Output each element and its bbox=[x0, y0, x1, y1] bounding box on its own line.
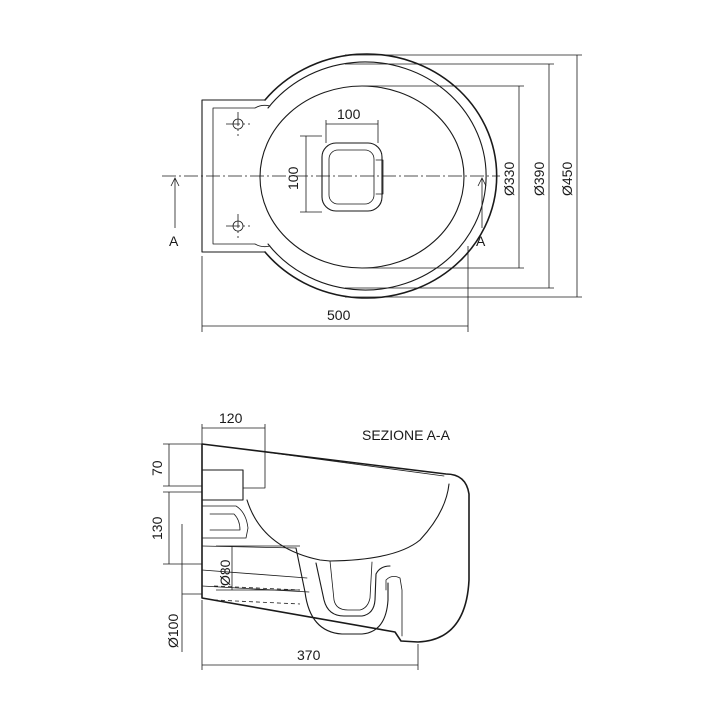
svg-text:120: 120 bbox=[219, 410, 243, 426]
dim-pipe-100: Ø100 bbox=[165, 524, 202, 652]
dim-outlet-width: 100 bbox=[325, 106, 379, 143]
section-trap-outer bbox=[295, 547, 389, 635]
bracket-fillet-bottom bbox=[254, 243, 271, 248]
bowl-middle-contour bbox=[267, 61, 487, 291]
svg-text:Ø80: Ø80 bbox=[217, 559, 233, 586]
svg-text:100: 100 bbox=[285, 166, 301, 190]
dim-pipe-80: Ø80 bbox=[216, 545, 300, 591]
section-wall-block bbox=[201, 469, 244, 501]
svg-text:Ø450: Ø450 bbox=[559, 162, 575, 196]
section-lower-slot bbox=[201, 505, 249, 539]
section-outlet-spout bbox=[329, 560, 373, 611]
dim-outlet-height: 100 bbox=[285, 135, 322, 213]
section-trap-inner bbox=[315, 562, 391, 617]
fixing-hole-top bbox=[226, 112, 250, 136]
outlet-inner bbox=[328, 149, 375, 205]
svg-text:500: 500 bbox=[327, 307, 351, 323]
wall-bracket-inner bbox=[212, 107, 256, 245]
dim-inner-diameter: Ø330 bbox=[362, 85, 524, 269]
outlet-outer bbox=[321, 142, 383, 212]
section-wall-step bbox=[242, 451, 266, 489]
svg-text:Ø390: Ø390 bbox=[531, 162, 547, 196]
svg-text:370: 370 bbox=[297, 647, 321, 663]
bracket-fillet-top bbox=[254, 104, 271, 109]
section-top-surface bbox=[264, 451, 445, 477]
section-rear-vent bbox=[385, 576, 403, 637]
fixing-hole-bottom bbox=[226, 214, 250, 238]
svg-text:100: 100 bbox=[337, 106, 361, 122]
dim-outer-diameter: Ø450 bbox=[345, 54, 582, 298]
dim-overall-width: 500 bbox=[201, 246, 469, 332]
section-outer-body bbox=[201, 443, 470, 643]
section-title: SEZIONE A-A bbox=[362, 427, 451, 443]
svg-text:70: 70 bbox=[149, 460, 165, 476]
svg-text:Ø100: Ø100 bbox=[165, 614, 181, 648]
svg-text:A: A bbox=[476, 233, 486, 249]
plan-view: A A 100 100 Ø330 bbox=[162, 53, 582, 332]
dim-wall-depth: 120 bbox=[201, 410, 266, 452]
section-bowl-interior bbox=[246, 483, 450, 562]
section-mark-left: A bbox=[169, 177, 180, 249]
section-mark-right: A bbox=[476, 177, 487, 249]
svg-text:Ø330: Ø330 bbox=[501, 162, 517, 196]
section-lower-slot-2 bbox=[209, 513, 241, 531]
svg-text:A: A bbox=[169, 233, 179, 249]
dim-middle-diameter: Ø390 bbox=[345, 63, 554, 289]
dim-top-offset: 70 bbox=[149, 443, 202, 487]
section-view: SEZIONE A-A 120 bbox=[149, 410, 470, 670]
dim-overall-length: 370 bbox=[201, 600, 419, 670]
section-hidden-lines bbox=[213, 585, 301, 605]
svg-text:130: 130 bbox=[149, 516, 165, 540]
dim-fixing-spacing: 130 bbox=[149, 491, 202, 565]
outlet-detail bbox=[375, 159, 384, 195]
